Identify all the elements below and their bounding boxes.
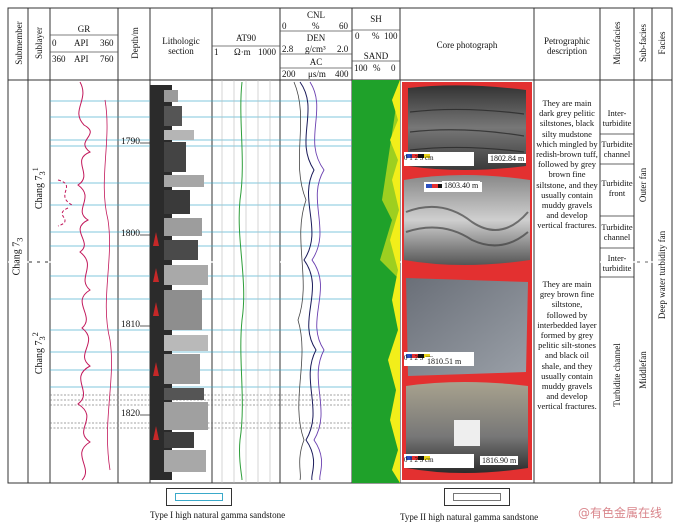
core-depth-label-2: 1803.40 m <box>442 181 481 190</box>
header-gr: GR <box>77 24 91 34</box>
petro-line1: Petrographic <box>544 36 590 46</box>
header-lithologic: Lithologic section <box>150 36 212 56</box>
core-scale-text-3: 0 1 2 3 cm <box>404 456 434 464</box>
cnl-min: 0 <box>282 21 287 31</box>
header-core: Core photograph <box>436 40 498 50</box>
core-scale-text-1: 0 1 2 3 cm <box>404 154 434 162</box>
ac-min: 200 <box>282 69 296 79</box>
header-sh: SH <box>370 14 382 24</box>
header-cnl: CNL <box>307 10 325 20</box>
submember-text: Chang 7 <box>11 241 23 276</box>
core-depth-label-3: 1810.51 m <box>425 357 464 366</box>
header-subfacies: Sub-facies <box>638 24 648 62</box>
header-den: DEN <box>306 33 326 43</box>
header-petrographic: Petrographic description <box>534 36 600 56</box>
legend-type1-swatch <box>175 493 223 501</box>
cnl-unit: % <box>312 21 320 31</box>
at90-unit: Ω·m <box>234 47 251 57</box>
den-unit: g/cm³ <box>305 44 326 54</box>
core-depth-label-4: 1816.90 m <box>480 456 519 465</box>
ac-unit: μs/m <box>308 69 326 79</box>
den-min: 2.8 <box>282 44 294 54</box>
gr-scale1-min: 0 <box>52 38 57 48</box>
submember-sub: 3 <box>15 237 25 242</box>
sh-max: 100 <box>384 31 398 41</box>
gr-scale1-unit: API <box>74 38 89 48</box>
header-sand: SAND <box>363 51 389 61</box>
lithologic-column <box>150 85 208 480</box>
legend-type1-box <box>166 488 232 506</box>
facies-label: Deep water turbidity fan <box>657 230 667 320</box>
header-sublayer: Sublayer <box>34 27 44 59</box>
sand-unit: % <box>373 63 381 73</box>
sand-min: 100 <box>354 63 368 73</box>
watermark: @有色金属在线 <box>578 506 663 520</box>
depth-label-1810: 1810 <box>121 320 140 330</box>
microfacies-6: Turbidite channel <box>612 343 622 407</box>
depth-label-1800: 1800 <box>121 229 140 239</box>
at90-min: 1 <box>214 47 219 57</box>
sand-max: 0 <box>391 63 396 73</box>
core-scale-text-2: 0 1 2 3 cm <box>404 354 434 362</box>
sublayer2-label: Chang 732 <box>31 323 47 383</box>
legend-type2-swatch <box>453 493 501 501</box>
petrographic-description-upper: They are main dark grey pelitic siltston… <box>536 98 598 231</box>
sublayer1-sub: 3 <box>38 171 48 176</box>
petrographic-description-lower: They are main grey brown fine siltstone,… <box>537 279 597 412</box>
gr-scale2-max: 760 <box>100 54 114 64</box>
sh-unit: % <box>372 31 380 41</box>
subfacies-outer-fan: Outer fan <box>638 167 648 203</box>
litho-line2: section <box>168 46 194 56</box>
microfacies-3: Turbidite front <box>601 178 633 198</box>
core-images <box>404 85 530 473</box>
depth-label-1790: 1790 <box>121 137 140 147</box>
litho-line1: Lithologic <box>162 36 200 46</box>
gr-scale2-min: 360 <box>52 54 66 64</box>
sublayer2-sup: 2 <box>30 332 40 337</box>
header-microfacies: Microfacies <box>612 21 622 65</box>
sublayer1-label: Chang 731 <box>31 158 47 218</box>
sublayer2-sub: 3 <box>38 336 48 341</box>
cnl-den-ac-log-track <box>293 81 325 481</box>
ac-max: 400 <box>335 69 349 79</box>
subfacies-middlefan: Middlefan <box>638 351 648 389</box>
sh-sand-log-track <box>352 80 400 483</box>
legend-type1-label: Type I high natural gamma sandstone <box>150 510 286 520</box>
cnl-max: 60 <box>339 21 348 31</box>
sublayer1-sup: 1 <box>30 167 40 172</box>
submember-label: Chang 73 <box>12 227 25 287</box>
at90-log-track <box>221 80 271 483</box>
gr-log-track <box>57 81 112 481</box>
sh-min: 0 <box>355 31 360 41</box>
at90-max: 1000 <box>258 47 276 57</box>
sublayer2-text: Chang 7 <box>34 340 46 375</box>
header-depth: Depth/m <box>130 27 140 59</box>
header-ac: AC <box>309 57 323 67</box>
petro-line2: description <box>547 46 587 56</box>
gr-scale1-max: 360 <box>100 38 114 48</box>
microfacies-4: Turbidite channel <box>601 222 633 242</box>
microfacies-2: Turbidite channel <box>601 139 633 159</box>
header-at90: AT90 <box>236 33 256 43</box>
microfacies-5: Inter-turbidite <box>602 253 632 273</box>
core-depth-label-1: 1802.84 m <box>488 154 527 163</box>
legend-type2-label: Type II high natural gamma sandstone <box>400 512 539 522</box>
header-facies: Facies <box>657 31 667 55</box>
microfacies-1: Inter-turbidite <box>602 108 632 128</box>
depth-label-1820: 1820 <box>121 409 140 419</box>
sublayer1-text: Chang 7 <box>34 175 46 210</box>
header-submember: Submember <box>14 21 24 65</box>
gr-scale2-unit: API <box>74 54 89 64</box>
den-max: 2.0 <box>337 44 349 54</box>
legend-type2-box <box>444 488 510 506</box>
